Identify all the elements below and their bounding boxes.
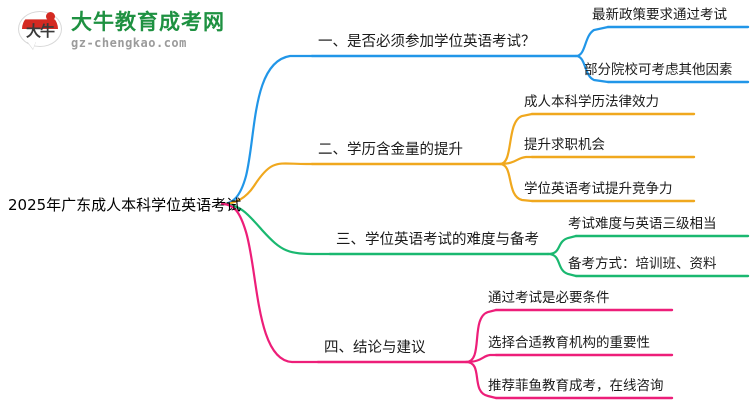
mindmap-branch-2-label[interactable]: 二、学历含金量的提升 — [318, 142, 463, 158]
mindmap-branch-4-child-3-label[interactable]: 推荐菲鱼教育成考，在线咨询 — [488, 378, 664, 394]
logo-bubble-icon: 大牛 — [18, 10, 64, 52]
connector-branch-1-child-1 — [574, 25, 610, 58]
mindmap-branch-2-child-1-label[interactable]: 成人本科学历法律效力 — [524, 94, 659, 110]
connector-root-branch-1 — [220, 54, 314, 206]
mindmap-branch-1-label[interactable]: 一、是否必须参加学位英语考试？ — [318, 34, 536, 50]
mindmap-branch-3-child-1-label[interactable]: 考试难度与英语三级相当 — [568, 216, 717, 232]
mindmap-branch-4-child-2-label[interactable]: 选择合适教育机构的重要性 — [488, 335, 650, 351]
mindmap-root-node[interactable]: 2025年广东成人本科学位英语考试 — [8, 196, 242, 214]
connector-branch-2-child-2 — [498, 155, 534, 166]
mindmap-branch-2-child-2-label[interactable]: 提升求职机会 — [524, 137, 605, 153]
mindmap-branch-1-child-2-label[interactable]: 部分院校可考虑其他因素 — [584, 62, 733, 78]
logo-brand-name: 大牛教育成考网 — [71, 10, 225, 34]
mindmap-branch-2-child-3-label[interactable]: 学位英语考试提升竞争力 — [524, 181, 673, 197]
mindmap-branch-3-child-2-label[interactable]: 备考方式：培训班、资料 — [568, 256, 717, 272]
connector-root-branch-4 — [220, 202, 320, 364]
mindmap-branch-4-label[interactable]: 四、结论与建议 — [324, 340, 426, 356]
mindmap-branch-3-label[interactable]: 三、学位英语考试的难度与备考 — [336, 232, 539, 248]
mindmap-branch-4-child-1-label[interactable]: 通过考试是必要条件 — [488, 290, 610, 306]
logo-brand-url: gz-chengkao.com — [71, 36, 187, 50]
connector-branch-4-child-2 — [464, 353, 498, 364]
site-logo[interactable]: 大牛 大牛教育成考网 gz-chengkao.com — [18, 10, 225, 52]
logo-mark-text: 大牛 — [25, 22, 55, 40]
mindmap-branch-1-child-1-label[interactable]: 最新政策要求通过考试 — [592, 7, 727, 23]
